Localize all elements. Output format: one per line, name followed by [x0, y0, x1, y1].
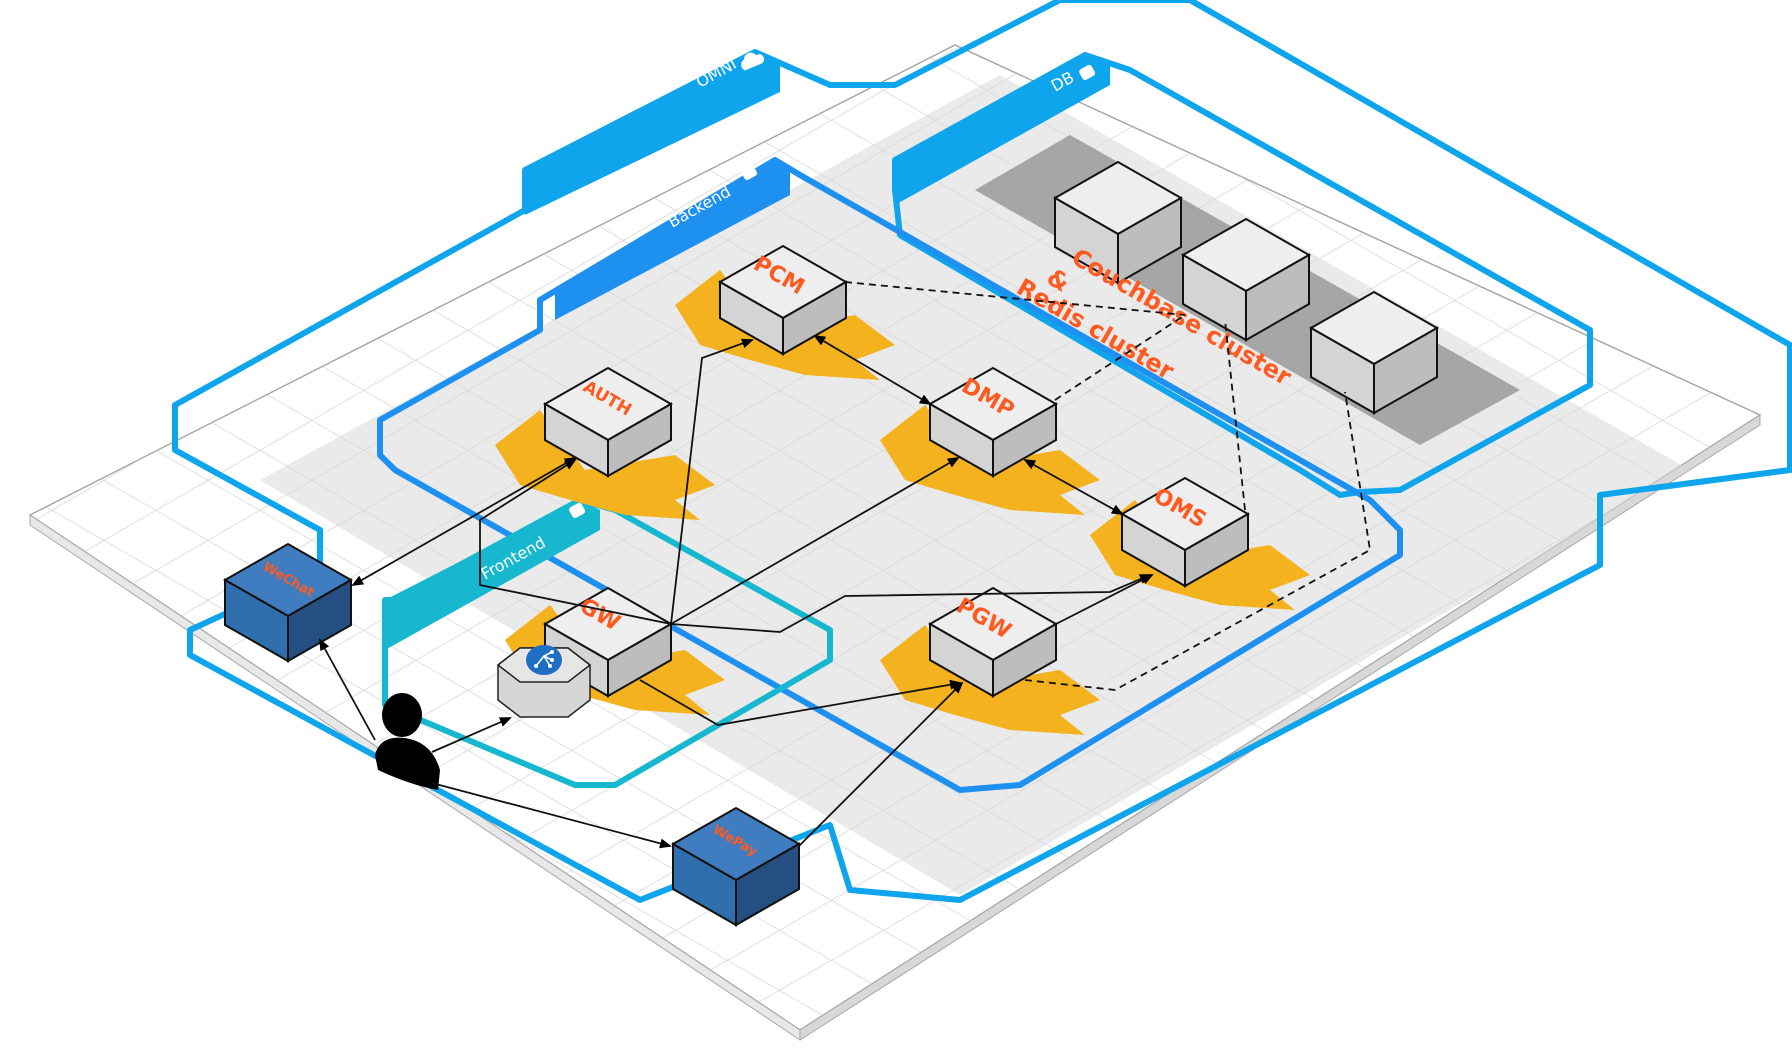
pgw-to-db-link	[1024, 391, 1371, 691]
auth-wechat-link	[351, 457, 577, 586]
gw-auth-link	[479, 458, 672, 625]
external-wechat[interactable]: WeChat	[222, 542, 354, 663]
pgw-oms-link	[1055, 574, 1154, 625]
db-node-3	[1308, 290, 1440, 415]
gw-dmp-link	[670, 456, 960, 625]
db-node-1	[1052, 160, 1184, 285]
external-wepay[interactable]: WePay	[670, 806, 802, 927]
service-node-oms[interactable]: OMS	[1119, 476, 1251, 588]
user-icon	[375, 693, 440, 790]
pcm-dmp-link	[813, 334, 932, 406]
load-balancer-node[interactable]	[496, 645, 592, 718]
backend-tab	[555, 160, 790, 320]
user-wechat-link	[319, 638, 376, 741]
load-balancer-icon	[526, 645, 562, 675]
user-wepay-link	[431, 782, 672, 849]
dmp-to-db-link	[1054, 314, 1186, 401]
database-icon	[741, 164, 758, 181]
db-tab	[895, 55, 1110, 205]
service-node-pcm[interactable]: PCM	[717, 244, 849, 356]
omni-tab	[525, 52, 780, 215]
gw-oms-link	[670, 574, 1152, 633]
db-dashed-connections	[844, 281, 1371, 691]
cloud-icon	[741, 52, 765, 71]
dmp-oms-link	[1023, 459, 1124, 515]
wepay-pgw-link	[798, 681, 964, 847]
db-zone: DB	[892, 52, 1593, 498]
service-node-dmp[interactable]: DMP	[927, 366, 1059, 478]
db-node-2	[1180, 217, 1312, 342]
gw-pgw-link	[639, 679, 962, 726]
user-lb-link	[431, 717, 512, 753]
connections	[319, 334, 1154, 849]
service-node-auth[interactable]: AUTH	[542, 366, 674, 478]
oms-to-db-link	[1224, 319, 1246, 511]
gw-pcm-link	[670, 338, 754, 625]
database-icon	[1079, 64, 1096, 81]
pcm-to-db-link	[844, 281, 1186, 316]
